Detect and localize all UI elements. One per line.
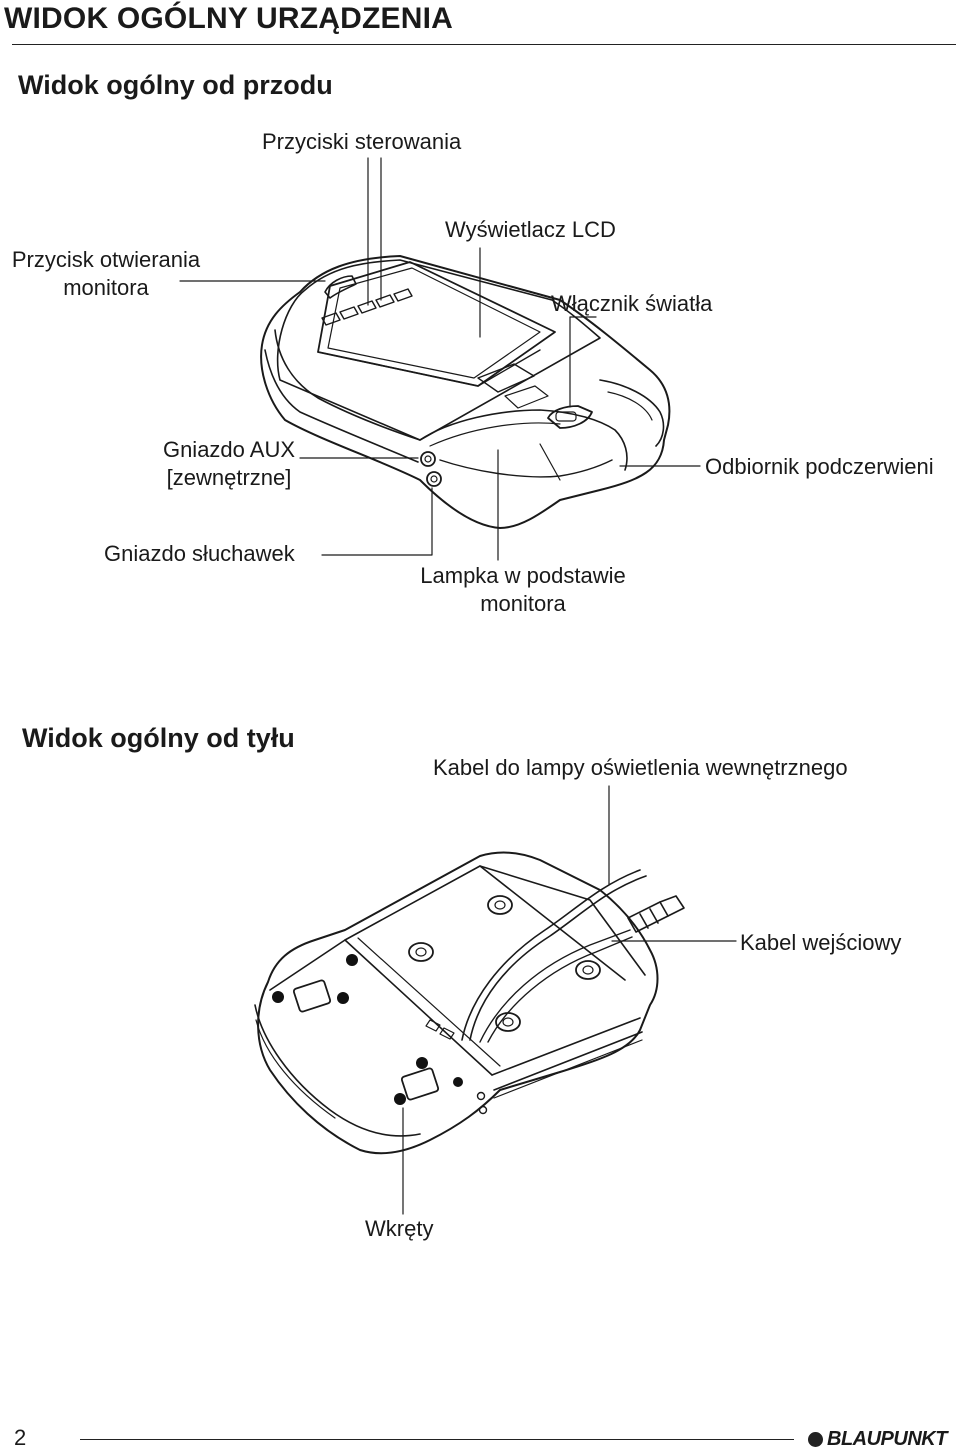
brand-name: BLAUPUNKT	[827, 1428, 947, 1450]
label-base-lamp-line1: Lampka w podstawie	[420, 563, 626, 588]
label-aux-line2: [zewnętrzne]	[166, 465, 292, 490]
back-device-illustration	[254, 851, 685, 1155]
open-monitor-button	[324, 275, 357, 299]
mounting-screws	[408, 895, 601, 1032]
label-screws: Wkręty	[365, 1216, 434, 1241]
page-title: WIDOK OGÓLNY URZĄDZENIA	[4, 2, 454, 35]
label-lcd: Wyświetlacz LCD	[445, 217, 616, 242]
front-leader-lines	[179, 157, 701, 561]
page-number: 2	[14, 1425, 27, 1450]
label-control-buttons: Przyciski sterowania	[262, 129, 462, 154]
label-open-button-line2: monitora	[63, 275, 149, 300]
back-leader-lines	[402, 785, 737, 1215]
label-headphones: Gniazdo słuchawek	[104, 541, 295, 566]
label-open-button: Przycisk otwierania monitora	[0, 246, 212, 302]
control-buttons	[321, 288, 413, 326]
label-base-lamp: Lampka w podstawie monitora	[400, 562, 646, 618]
square-pad	[292, 979, 332, 1013]
aux-socket	[420, 451, 436, 467]
label-input-cable: Kabel wejściowy	[740, 930, 902, 955]
footer-divider	[80, 1439, 794, 1440]
title-divider	[12, 44, 956, 45]
square-pad	[400, 1067, 440, 1101]
front-device-illustration	[260, 255, 671, 529]
label-lamp-cable: Kabel do lampy oświetlenia wewnętrznego	[433, 755, 848, 780]
front-view-heading: Widok ogólny od przodu	[18, 70, 333, 100]
headphone-socket	[426, 471, 442, 487]
label-ir-receiver: Odbiornik podczerwieni	[705, 454, 934, 479]
screw-holes	[272, 954, 463, 1105]
brand-dot-icon	[808, 1432, 823, 1447]
back-view-heading: Widok ogólny od tyłu	[22, 723, 295, 753]
light-switch	[547, 405, 593, 429]
brand-logo: BLAUPUNKT	[808, 1428, 947, 1451]
label-aux-line1: Gniazdo AUX	[162, 437, 296, 462]
label-base-lamp-line2: monitora	[480, 591, 566, 616]
label-aux-socket: Gniazdo AUX [zewnętrzne]	[148, 436, 310, 492]
label-open-button-line1: Przycisk otwierania	[11, 247, 201, 272]
input-cable-connector	[627, 895, 685, 933]
